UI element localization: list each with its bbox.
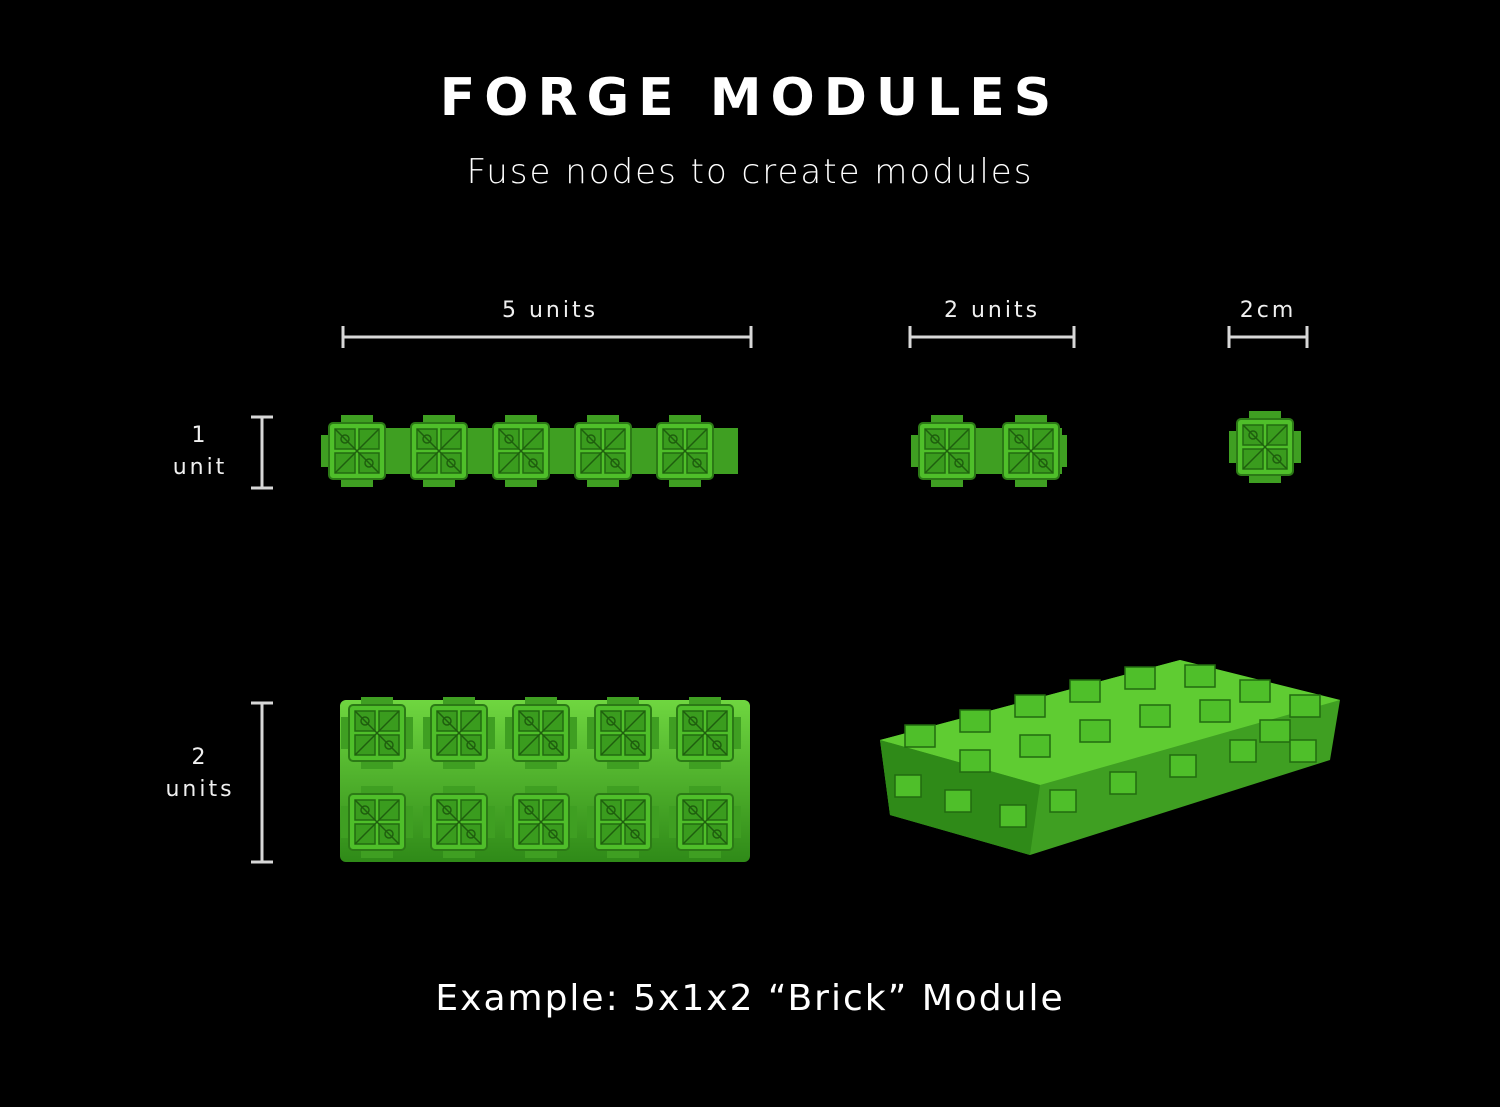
module-5x1x2-perspective bbox=[880, 660, 1340, 855]
example-caption: Example: 5x1x2 “Brick” Module bbox=[435, 978, 1065, 1019]
dim-label-2-units: 2 units bbox=[943, 298, 1041, 323]
dim-label-2cm: 2cm bbox=[1239, 298, 1297, 323]
module-5x1 bbox=[320, 414, 738, 488]
side-label-1-unit-number: 1 bbox=[191, 423, 209, 448]
side-label-2-units-text: units bbox=[165, 777, 235, 802]
side-label-1-unit-text: unit bbox=[172, 455, 228, 480]
module-2x1 bbox=[910, 414, 1068, 488]
page-title: FORGE MODULES bbox=[439, 68, 1061, 128]
dimension-lines bbox=[251, 326, 1309, 864]
module-5x2-front bbox=[340, 696, 750, 862]
page-subtitle: Fuse nodes to create modules bbox=[466, 152, 1034, 192]
module-single-node bbox=[1228, 410, 1302, 484]
side-label-1-unit: 1 unit bbox=[150, 420, 250, 484]
side-label-2-units: 2 units bbox=[150, 742, 250, 806]
dim-label-5-units: 5 units bbox=[501, 298, 599, 323]
side-label-2-units-number: 2 bbox=[191, 745, 209, 770]
